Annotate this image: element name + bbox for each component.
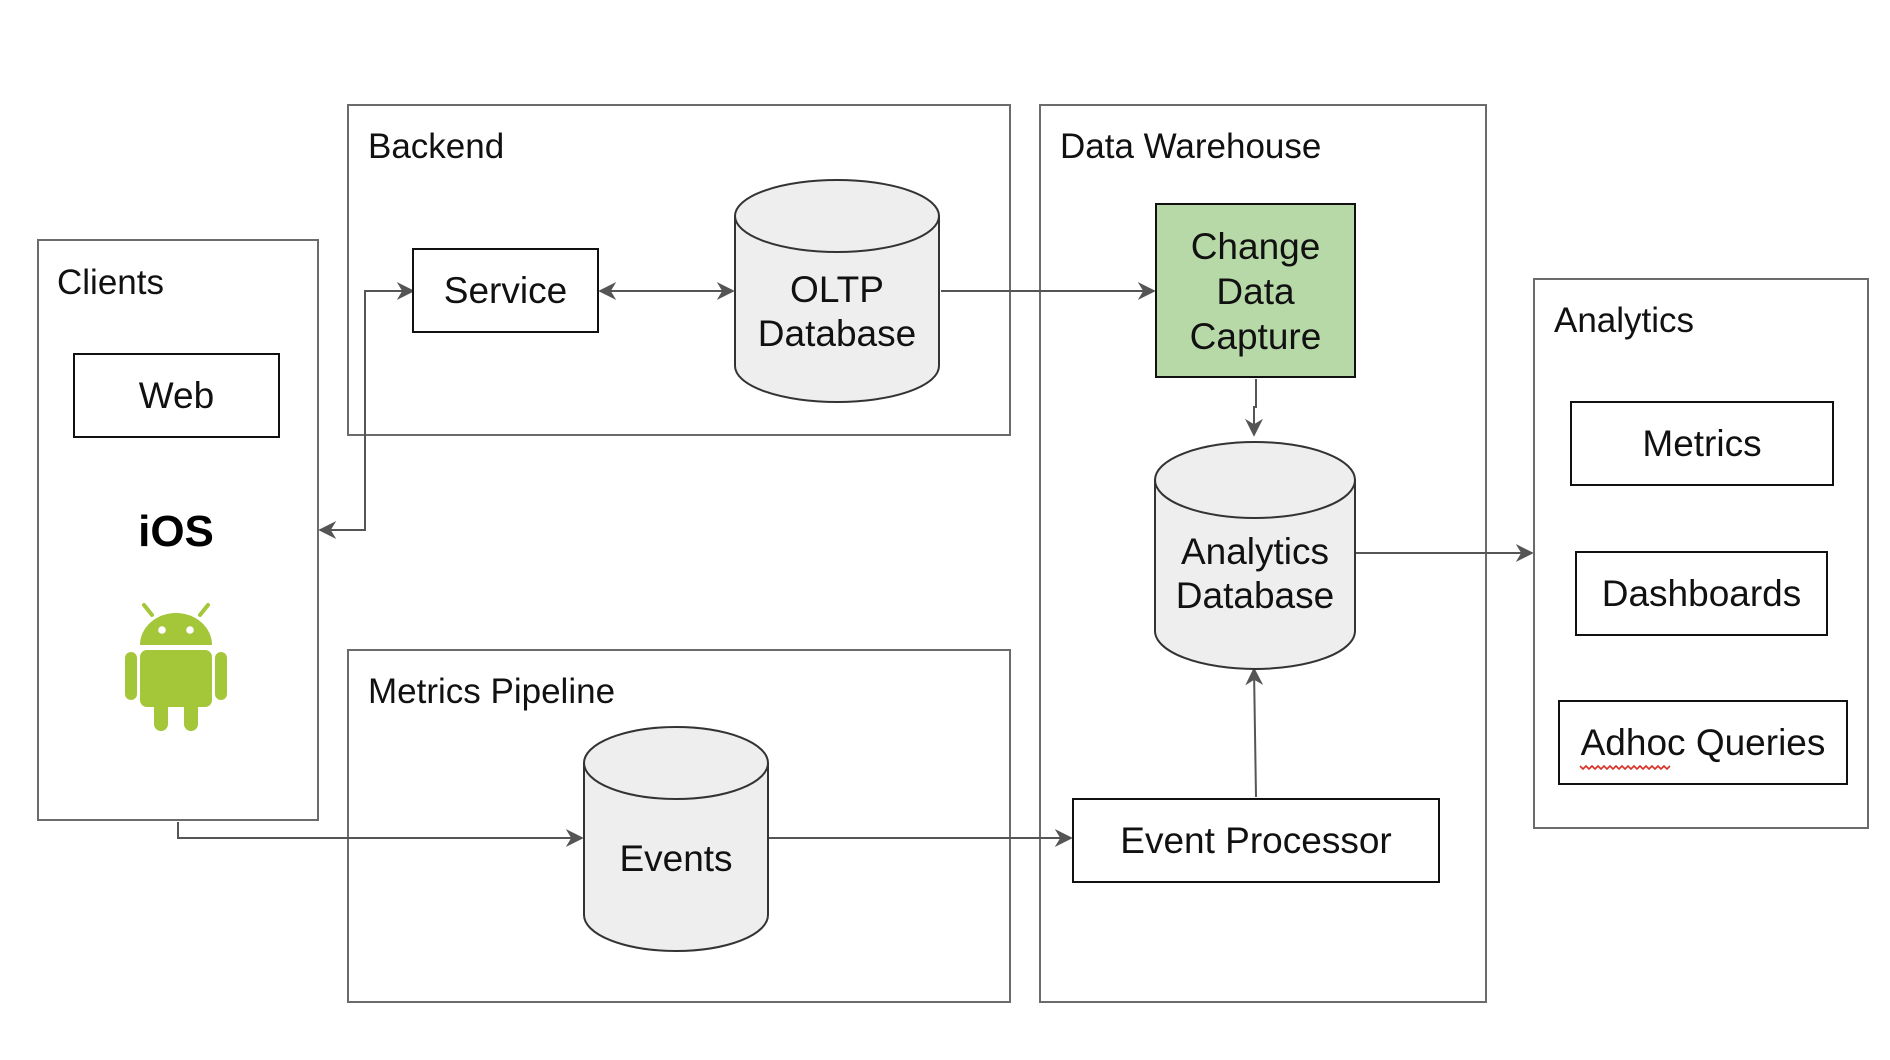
events-label: Events: [619, 838, 732, 879]
clients-title: Clients: [57, 263, 164, 302]
ios-label: iOS: [138, 507, 214, 556]
adhoc-queries-label: Adhoc Queries: [1581, 722, 1826, 763]
cdc-label-line1: Change: [1191, 226, 1321, 267]
cdc-label-line3: Capture: [1190, 316, 1322, 357]
data-warehouse-title: Data Warehouse: [1060, 127, 1321, 166]
analytics-db-label-line1: Analytics: [1181, 531, 1329, 572]
edge-clients-to-events: [177, 822, 584, 847]
edge-service-to-clients: [318, 282, 415, 539]
cdc-label-line2: Data: [1216, 271, 1295, 312]
oltp-label-line1: OLTP: [790, 269, 884, 310]
event-processor-box: Event Processor: [1072, 798, 1440, 883]
analytics-title: Analytics: [1554, 301, 1694, 340]
edge-event-processor-to-analytics-db: [1245, 667, 1264, 798]
event-processor-label: Event Processor: [1120, 820, 1391, 861]
metrics-box: Metrics: [1570, 401, 1834, 486]
backend-title: Backend: [368, 127, 504, 166]
web-box: Web: [73, 353, 280, 438]
analytics-database: Analytics Database: [1154, 441, 1356, 670]
oltp-database: OLTP Database: [734, 179, 940, 403]
change-data-capture-box: Change Data Capture: [1155, 203, 1356, 378]
edge-cdc-to-analytics-db: [1245, 379, 1263, 437]
service-label: Service: [444, 270, 567, 311]
service-box: Service: [412, 248, 599, 333]
web-label: Web: [139, 375, 214, 416]
dashboards-box: Dashboards: [1575, 551, 1828, 636]
analytics-db-label-line2: Database: [1176, 575, 1334, 616]
events-database: Events: [583, 726, 769, 952]
oltp-label-line2: Database: [758, 313, 916, 354]
metrics-label: Metrics: [1642, 423, 1761, 464]
android-icon: [125, 603, 227, 731]
adhoc-queries-box: Adhoc Queries: [1558, 700, 1848, 785]
metrics-pipeline-title: Metrics Pipeline: [368, 672, 615, 711]
dashboards-label: Dashboards: [1602, 573, 1802, 614]
spellcheck-underline: [1579, 764, 1671, 771]
clients-panel: Clients: [37, 239, 319, 821]
